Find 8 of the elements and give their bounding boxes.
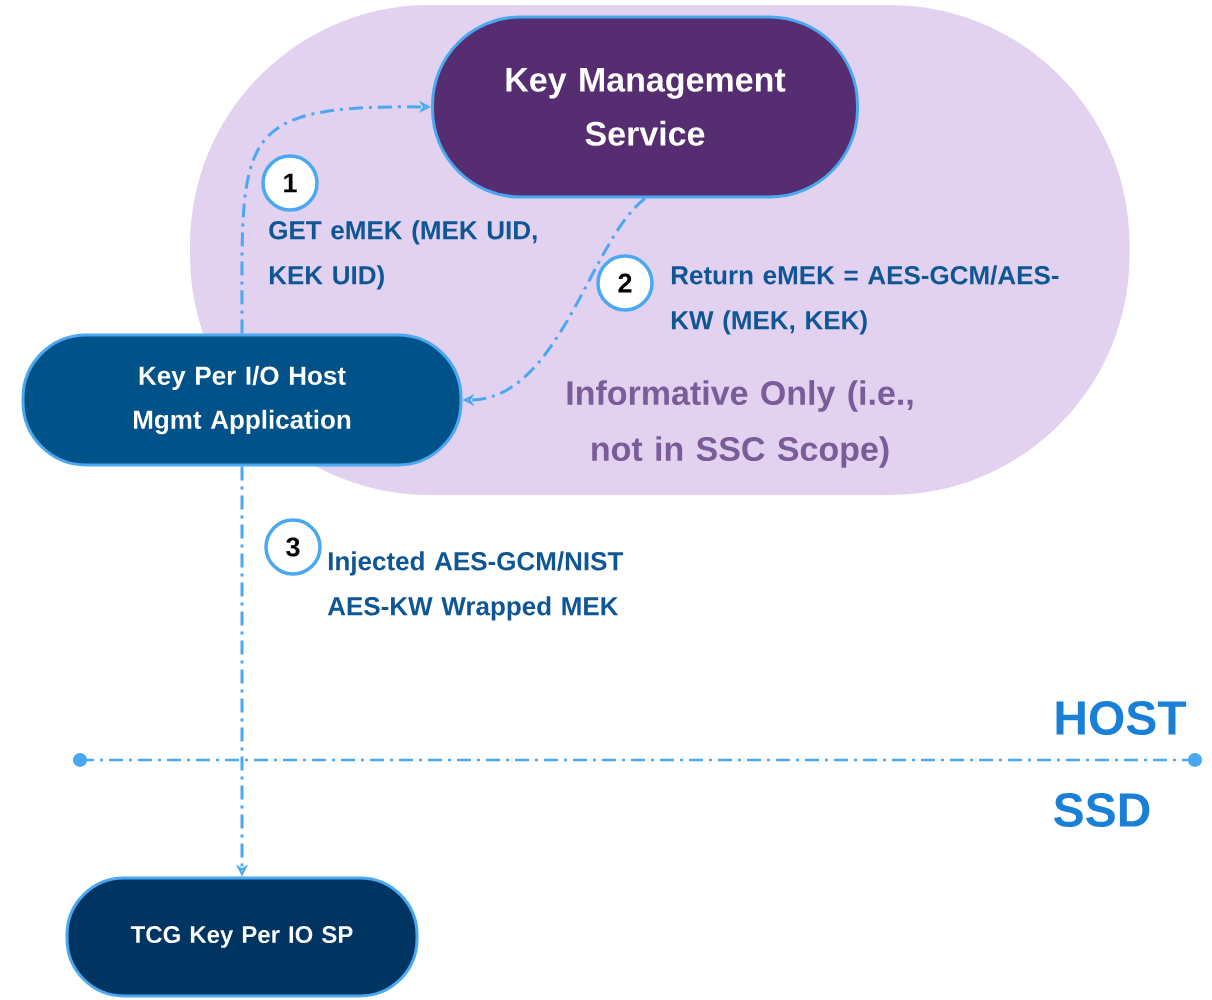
- edge-label: Return eMEK = AES-GCM/AES-KW (MEK, KEK): [671, 265, 1059, 335]
- application-box: Key Per I/O Host Mgmt Application: [21, 333, 463, 467]
- edge-label: GET eMEK (MEK UID, KEK UID): [269, 220, 537, 290]
- side-label: HOST: [1056, 701, 1187, 735]
- edge-label: Injected AES-GCM/NIST AES-KW Wrapped MEK: [327, 551, 624, 621]
- security-provider-box: TCG Key Per IO SP: [65, 876, 419, 998]
- side-label: SSD: [1054, 793, 1150, 827]
- service-box: Key Management Service: [431, 15, 859, 199]
